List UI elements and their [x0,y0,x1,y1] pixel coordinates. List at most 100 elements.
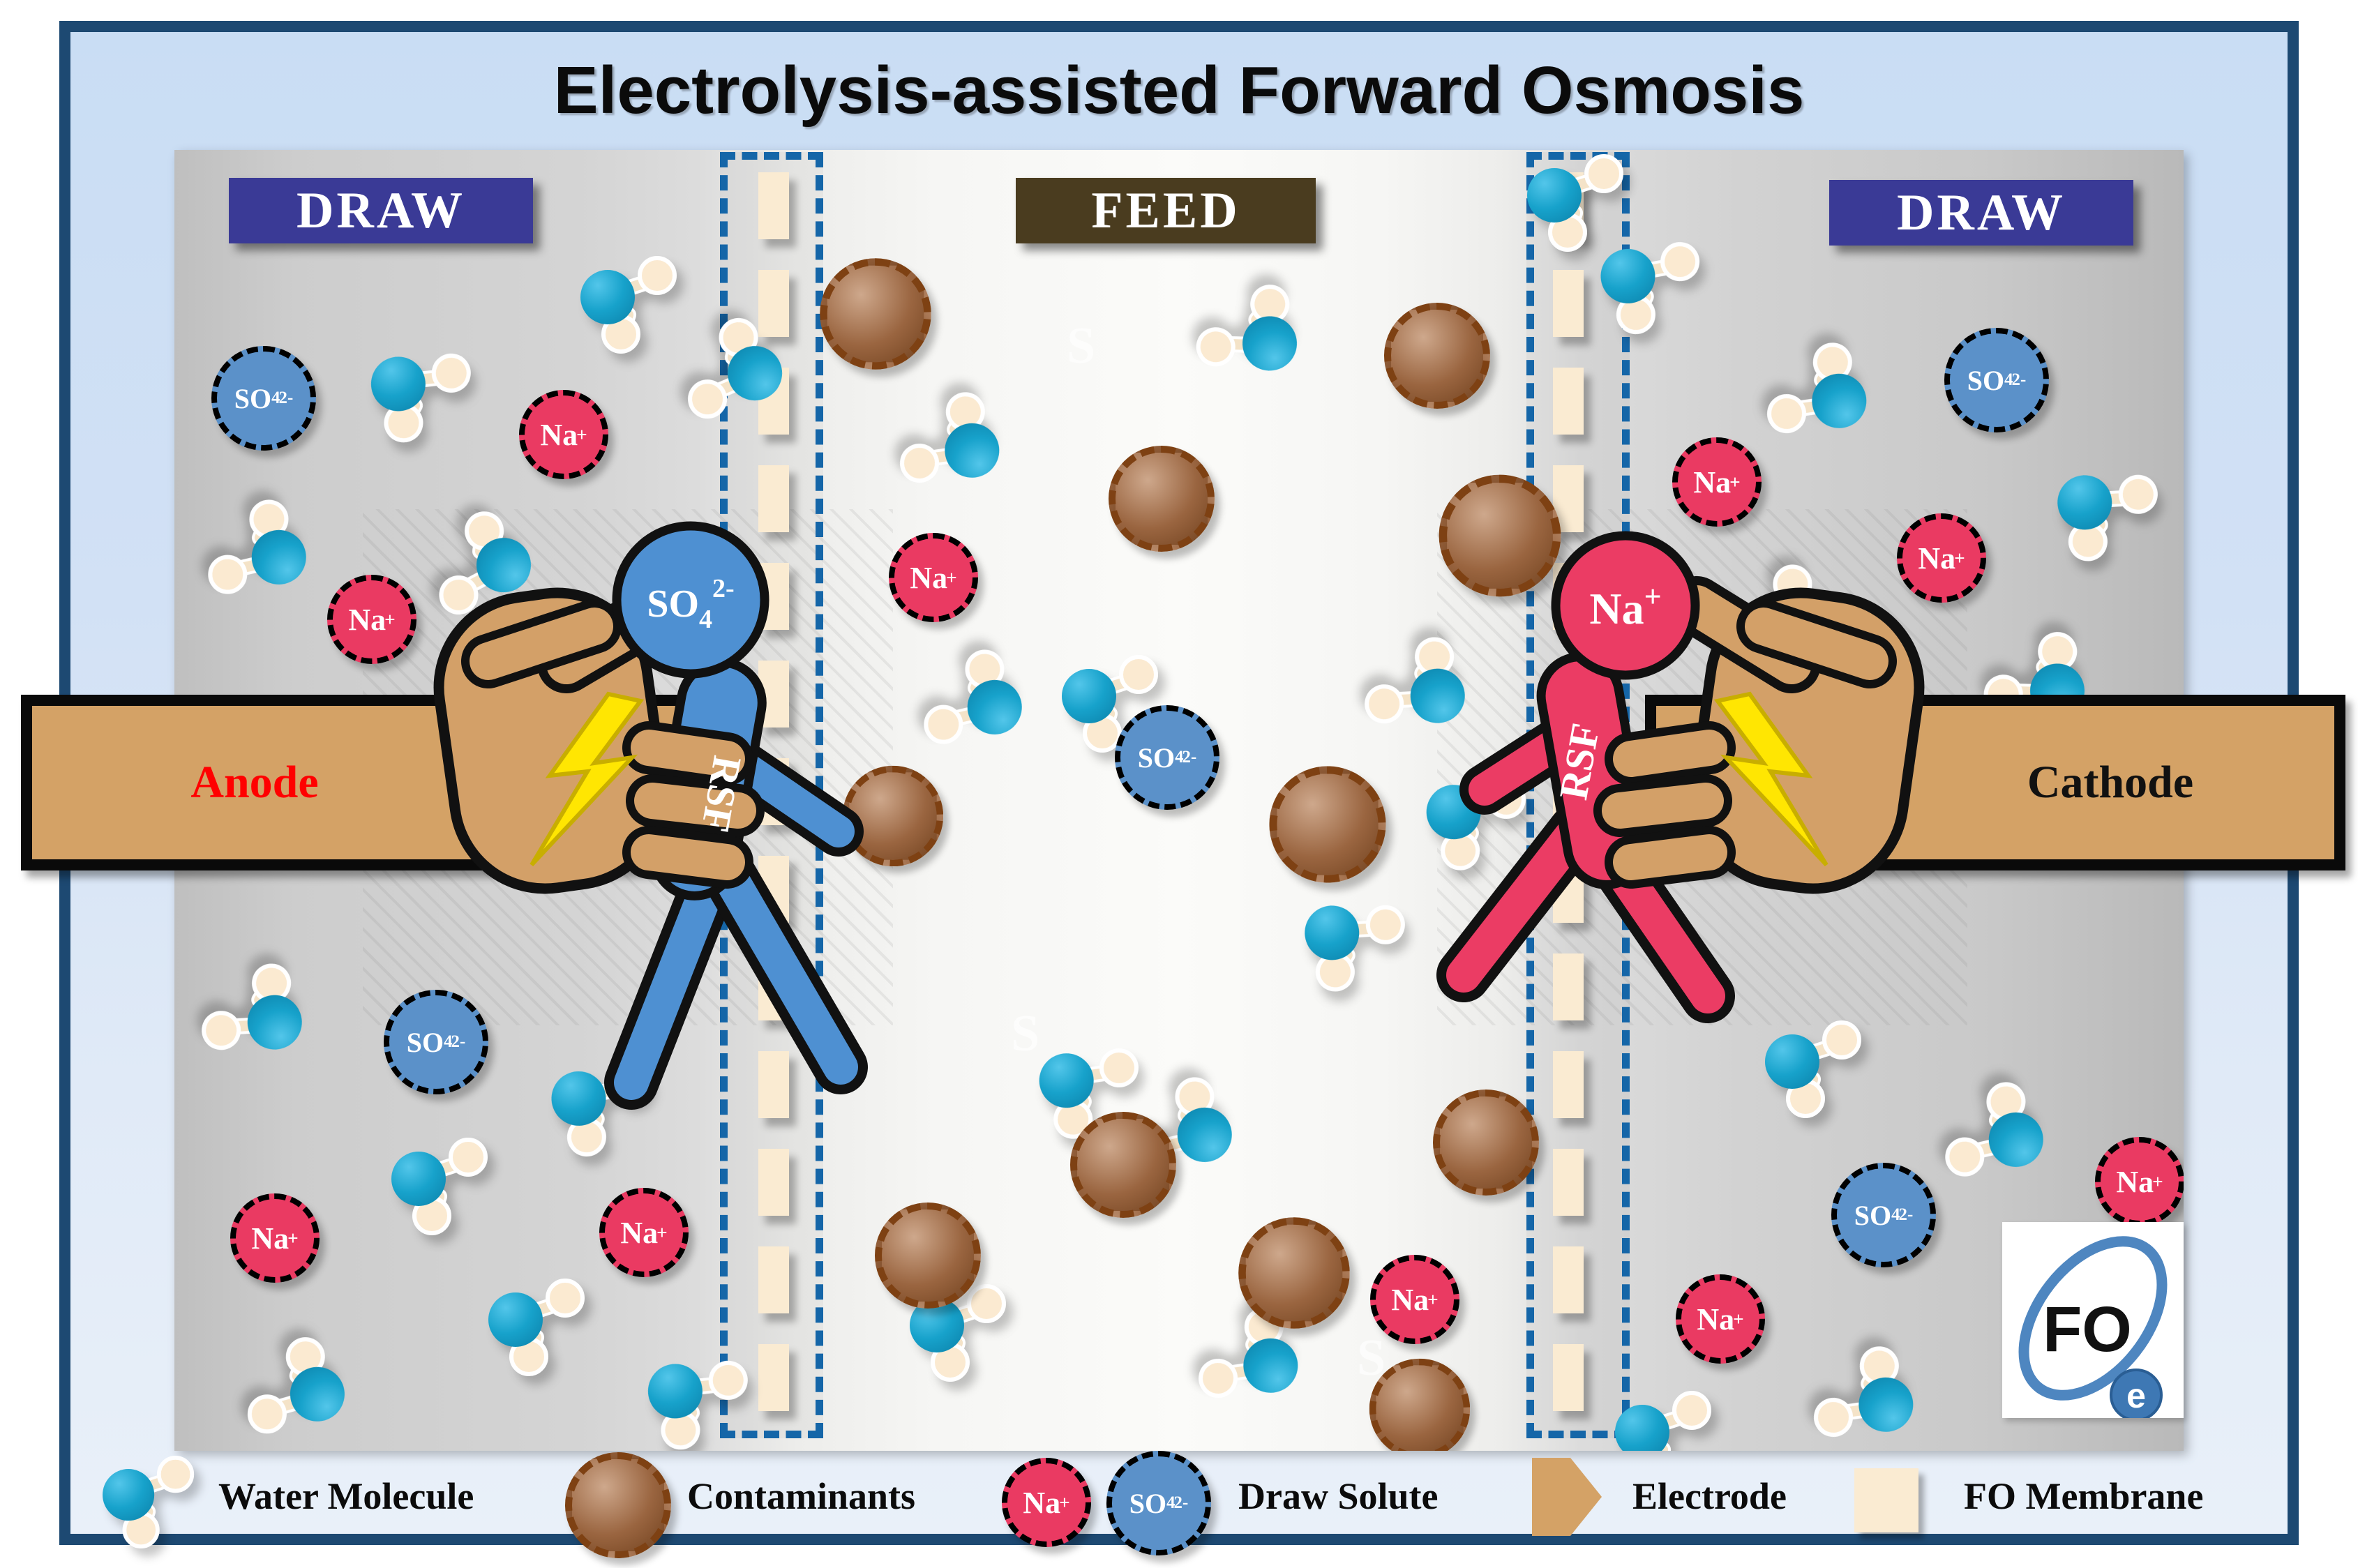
water-molecule [479,1269,585,1376]
zone-label-feed: FEED [1016,178,1316,243]
oxygen-atom [1527,168,1582,223]
hydrogen-atom [546,1279,585,1318]
na-ion: Na+ [1672,437,1762,527]
oxygen-atom [1062,669,1116,723]
diagram-title: Electrolysis-assisted Forward Osmosis [553,53,1805,128]
hydrogen-atom [638,256,677,295]
water-molecule [1764,336,1885,458]
fo-membrane-segment [758,270,789,337]
logo-orbit-icon [2018,1236,2168,1401]
hydrogen-atom [1584,154,1623,193]
fo-membrane-segment [758,1051,789,1118]
fo-membrane-segment [1553,368,1584,435]
oxygen-atom [391,1152,446,1206]
hydrogen-atom [2114,470,2163,519]
fo-membrane-segment [1553,1344,1584,1411]
water-molecule [1282,874,1411,1002]
water-molecule [1408,755,1529,877]
fo-membrane-segment [758,1149,789,1216]
hydrogen-atom [1119,655,1158,694]
hydrogen-atom [608,1062,653,1106]
na-ion-icon: Na+ [1002,1458,1091,1547]
water-molecule [196,953,324,1081]
hydrogen-atom [1361,900,1410,949]
water-molecule [1729,563,1845,677]
na-ion: Na+ [1676,1274,1765,1364]
na-ion: Na+ [889,533,978,622]
fo-membrane-segment [1553,1246,1584,1313]
water-molecule [382,1128,488,1235]
oxygen-atom [366,352,431,416]
fo-membrane-segment [1553,758,1584,825]
water-molecule [1810,1340,1932,1451]
contaminant [875,1203,981,1309]
water-molecule [428,506,549,627]
fo-logo: FO e [2002,1222,2184,1422]
contaminant [1109,446,1215,552]
hydrogen-atom [197,1006,246,1055]
contaminant [1433,1090,1539,1196]
oxygen-atom [289,1366,346,1423]
hydrogen-atom [1764,391,1810,437]
fo-membrane-segment [758,563,789,630]
fo-membrane-icon [1854,1468,1918,1532]
water-molecule [2035,444,2163,572]
logo-electron-label: e [2126,1376,2146,1415]
legend-label-fo-membrane: FO Membrane [1964,1475,2204,1517]
hydrogen-atom [1810,1394,1856,1440]
contaminant-icon [565,1452,671,1558]
fo-membrane-segment [1553,856,1584,923]
contaminant [1070,1112,1176,1218]
hydrogen-atom [967,1284,1006,1323]
watermark-s: S [1067,317,1096,375]
water-molecule [1755,1011,1861,1118]
hydrogen-atom [896,440,943,486]
fo-membrane-segment [758,758,789,825]
logo-text: FO [2043,1294,2132,1365]
oxygen-atom [1235,308,1305,379]
contaminant [1439,474,1561,597]
contaminant [1369,1358,1471,1451]
zone-label-draw-left: DRAW [229,178,533,243]
water-molecule-icon [91,1444,195,1549]
hydrogen-atom [1943,1136,1986,1178]
legend-label-electrode: Electrode [1632,1475,1787,1517]
oxygen-atom [643,1359,708,1424]
hydrogen-atom [206,553,249,596]
hydrogen-atom [1096,1045,1142,1091]
na-ion: Na+ [599,1188,689,1277]
contaminant [820,258,931,370]
na-ion: Na+ [2095,1137,2184,1226]
watermark-s: S [1011,1005,1040,1062]
hydrogen-atom [1658,239,1702,284]
oxygen-atom [1765,1034,1819,1089]
fo-membrane-segment [758,953,789,1020]
water-molecule [922,648,1037,762]
water-molecule [351,326,475,451]
fo-membrane-segment [758,1246,789,1313]
fo-membrane-segment [758,465,789,532]
contaminant [1384,303,1490,409]
fo-membrane-segment [1553,1149,1584,1216]
hydrogen-atom [1360,679,1409,728]
na-ion: Na+ [1370,1255,1459,1344]
water-molecule [1605,1381,1711,1451]
water-molecule [628,1334,752,1451]
fo-membrane-segment [1553,661,1584,728]
hydrogen-atom [1190,322,1241,372]
water-molecule [1052,645,1158,753]
oxygen-atom [1615,1405,1669,1451]
contaminant [1269,766,1386,883]
zone-label-draw-right: DRAW [1829,180,2133,246]
oxygen-atom [488,1292,543,1347]
hydrogen-atom [246,1394,287,1435]
water-molecule [534,1043,653,1161]
legend-label-contaminants: Contaminants [687,1475,916,1517]
fo-membrane-segment [1553,953,1584,1020]
